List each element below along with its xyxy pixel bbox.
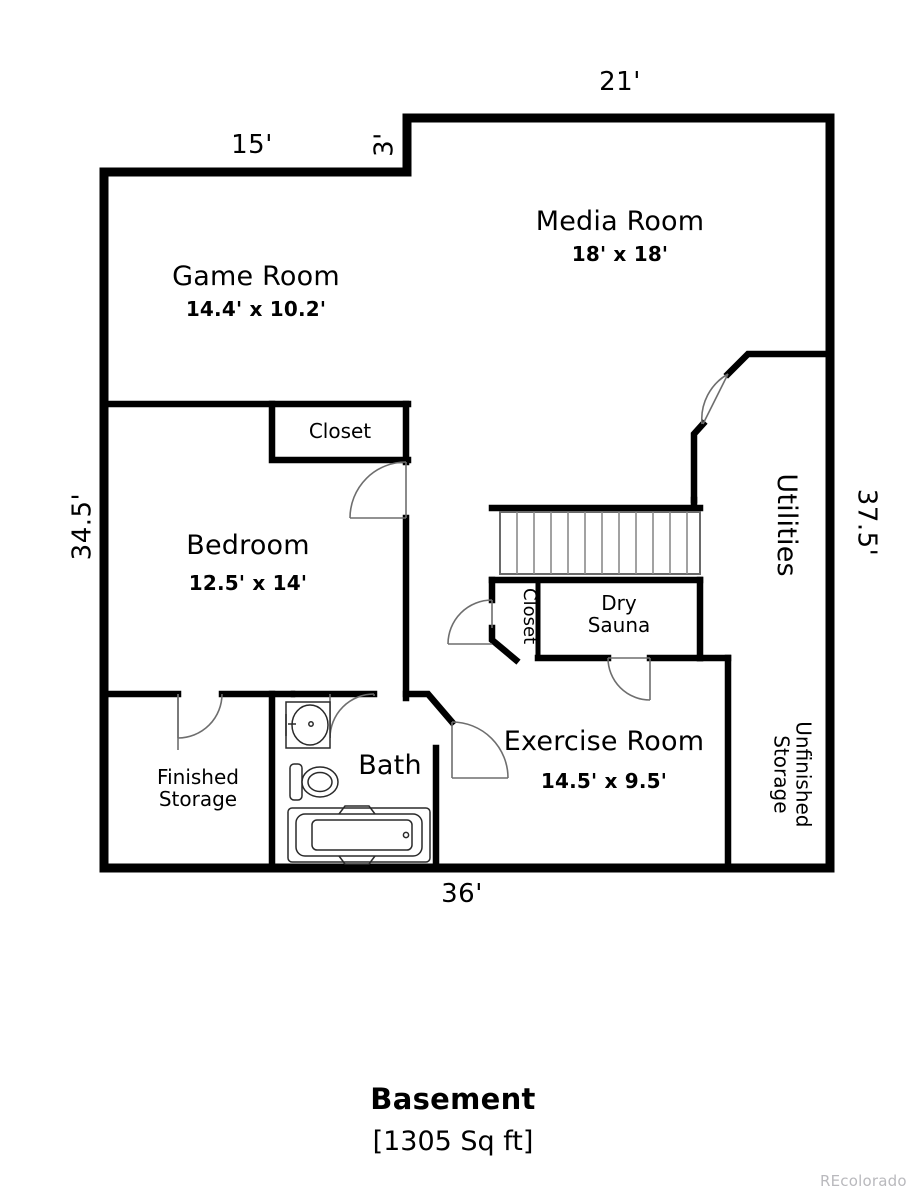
room-dims-media-room: 18' x 18' [571,242,669,266]
room-label-bath: Bath [358,750,422,781]
room-dims-exercise-room: 14.5' x 9.5' [540,769,668,793]
dimension-bottom-width: 36' [441,879,483,909]
room-label-media-room: Media Room [535,206,705,237]
room-label-utilities: Utilities [771,473,803,577]
room-label-game-room: Game Room [172,261,340,292]
dimension-right-height: 37.5' [851,488,882,557]
staircase-icon [499,511,701,575]
door-arc-utilities [700,373,729,425]
wall-utilities-upper-left [690,419,708,504]
door-arc-bedroom-closet [349,461,407,519]
door-arc-dry-sauna [607,657,651,701]
bathroom-fixtures [285,701,431,865]
watermark-recolorado: REcolorado [820,1172,906,1190]
wall-bath-angle [402,690,457,727]
room-dims-game-room: 14.4' x 10.2' [185,297,327,321]
bathtub-icon [287,805,431,865]
door-arc-bath [329,693,375,739]
exterior-walls [99,113,835,873]
dimension-left-height: 34.5' [67,492,98,561]
door-symbols [177,373,729,779]
sink-icon [285,701,331,749]
dimension-top-left: 15' [231,130,273,160]
wall-utilities-top [723,350,834,379]
page-subtitle-area: [1305 Sq ft] [372,1126,534,1157]
room-label-dry-sauna: Dry Sauna [587,591,651,638]
room-label-sauna-closet: Closet [478,586,546,646]
room-label-exercise-room: Exercise Room [503,726,705,757]
dimension-top-right: 21' [599,67,641,97]
dimension-top-notch: 3' [369,132,400,157]
wall-bedroom-closet [268,400,412,464]
room-label-sauna-closet-text: Closet [519,588,541,645]
room-label-bedroom: Bedroom [186,530,310,561]
page-title: Basement [370,1082,536,1116]
door-arc-exercise [451,721,509,779]
room-label-bedroom-closet: Closet [308,419,372,443]
room-label-finished-storage: Finished Storage [157,765,239,812]
toilet-icon [289,763,339,801]
room-dims-bedroom: 12.5' x 14' [188,571,308,595]
door-arc-finished-storage [177,693,223,739]
door-leaf-utilities [702,373,729,425]
door-arc-sauna-closet [447,599,493,645]
room-label-unfinished-storage: Unfinished Storage [769,721,816,828]
wall-saunacloset-left-bottom [488,624,521,665]
interior-walls [100,350,834,872]
